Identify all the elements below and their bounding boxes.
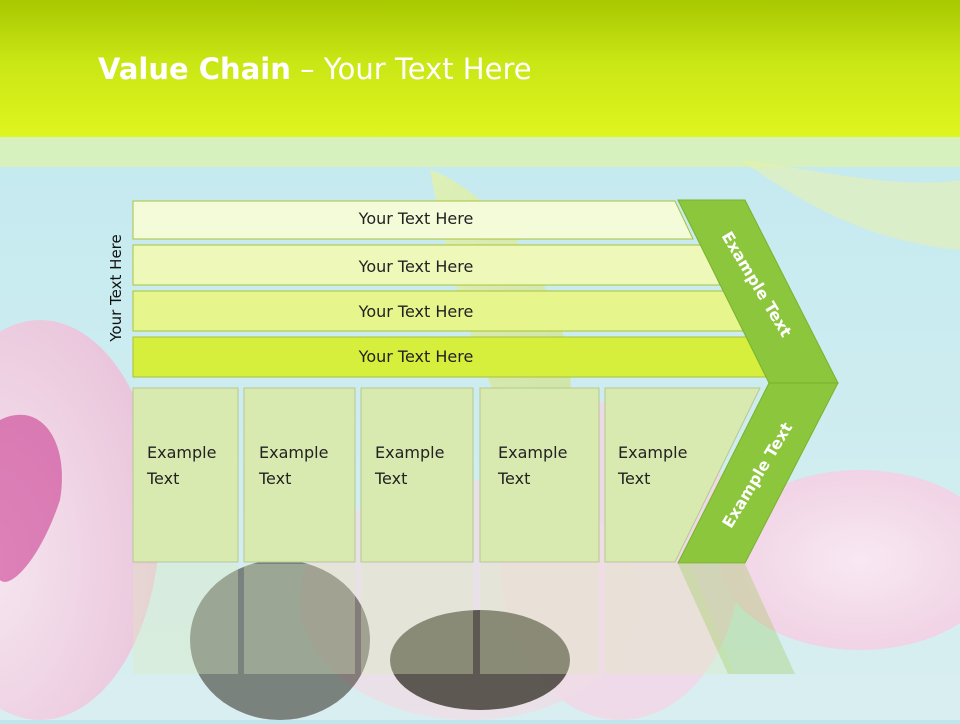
box-reflection [361,564,473,674]
orchid-petal-right [720,470,960,650]
orchid-center [0,414,62,582]
primary-activity-line1: Example [147,443,216,462]
primary-activity-line2: Text [497,469,530,488]
primary-activity-box [132,387,239,563]
diagram-reflection [133,564,795,674]
support-row-label: Your Text Here [358,347,474,366]
primary-activity-line1: Example [498,443,567,462]
primary-activity-box [360,387,474,563]
leaf-shape-right [740,160,960,250]
primary-activity-box [604,387,761,563]
primary-activity-line2: Text [258,469,291,488]
box-reflection [605,564,735,674]
butterfly-wing [390,610,570,710]
support-row-label: Your Text Here [358,302,474,321]
primary-activity-line2: Text [617,469,650,488]
orchid-petal-left [0,320,160,720]
support-row-label: Your Text Here [358,209,474,228]
margin-reflection [678,564,795,674]
slide-title: Value Chain – Your Text Here [98,52,532,86]
support-row-label: Your Text Here [358,257,474,276]
box-reflection [133,564,238,674]
primary-activities: Example Text Example Text Example Text E… [132,387,761,563]
primary-activity-line2: Text [374,469,407,488]
title-band [0,0,960,137]
margin-chevron-lower [677,382,839,564]
slide-title-bold: Value Chain [98,52,291,86]
butterfly-wing-left [190,560,370,720]
primary-activity-line1: Example [618,443,687,462]
primary-activity-box [243,387,356,563]
title-sub-band [0,137,960,167]
support-rows: Your Text Here Your Text Here Your Text … [132,200,774,378]
support-row [132,200,694,240]
primary-activity-line1: Example [375,443,444,462]
primary-activity-box [479,387,600,563]
primary-activity-line2: Text [146,469,179,488]
slide-title-rest: – Your Text Here [290,52,532,86]
primary-activity-line1: Example [259,443,328,462]
box-reflection [480,564,599,674]
box-reflection [244,564,355,674]
